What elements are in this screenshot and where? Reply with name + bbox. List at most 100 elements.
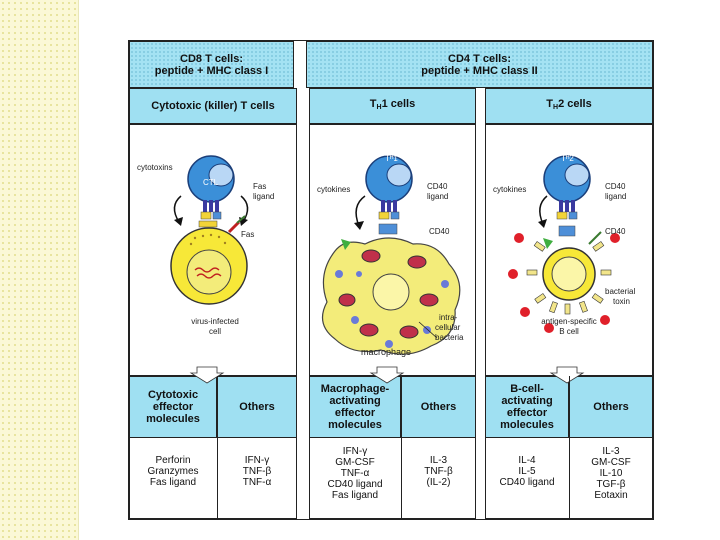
b1-head: Cytotoxic effector molecules (129, 376, 217, 438)
th2-sub: H (553, 104, 559, 111)
th1-main: T (369, 98, 377, 110)
th2-main: T (546, 98, 554, 110)
virus-infected-label-1: virus-infected (191, 317, 239, 326)
down-arrow-icon (369, 366, 405, 384)
b1-others-list-0: IFN-γ (244, 455, 270, 466)
column-header-ctl: Cytotoxic (killer) T cells (129, 88, 297, 124)
b3-others: Others (569, 376, 653, 438)
down-arrows (189, 366, 585, 384)
panel-ctl-drawing (170, 155, 249, 305)
th1-tail: 1 cells (381, 98, 416, 110)
b3-head: B-cell- activating effector molecules (485, 376, 569, 438)
down-arrow-icon (549, 366, 585, 384)
column-header-th1-label: TH1 cells (370, 98, 415, 114)
b3-head-3: molecules (500, 419, 554, 431)
b1-others-label: Others (239, 401, 275, 413)
strip-divider (78, 0, 79, 540)
b1-others: Others (217, 376, 297, 438)
th1-cytokines-label: cytokines (317, 185, 351, 194)
column-header-ctl-label: Cytotoxic (killer) T cells (151, 100, 275, 112)
b2-head: Macrophage- activating effector molecule… (309, 376, 401, 438)
column-header-th2-label: TH2 cells (546, 98, 591, 114)
header-cd4-line2: peptide + MHC class II (421, 64, 538, 77)
b3-list-0: IL-4 (518, 455, 536, 466)
macrophage-label: macrophage (361, 347, 412, 357)
b2-list-2: TNF-α (340, 468, 370, 479)
b3-divider (569, 376, 570, 519)
b2-others-label: Others (420, 401, 457, 413)
b1-head-0: Cytotoxic (147, 389, 199, 401)
th2-cd40-label: CD40 (605, 227, 626, 236)
b3-head-0: B-cell- (510, 383, 544, 395)
th2-tail: 2 cells (558, 98, 592, 110)
ctl-cell-label: CTL (203, 178, 219, 187)
b1-list-0: Perforin (155, 455, 191, 466)
header-cd8-line2: peptide + MHC class I (154, 64, 269, 77)
header-cd8: CD8 T cells: peptide + MHC class I (129, 41, 294, 88)
b1-others-list: IFN-γ TNF-β TNF-α (217, 455, 297, 488)
th2-cytokines-label: cytokines (493, 185, 527, 194)
cytotoxins-label: cytotoxins (137, 163, 173, 172)
toxin-label-1: bacterial (605, 287, 636, 296)
figure: CD8 T cells: peptide + MHC class I CD4 T… (128, 40, 654, 520)
b1-head-1: effector (152, 401, 194, 413)
b1-list-1: Granzymes (147, 466, 199, 477)
b2-head-1: activating (329, 395, 381, 407)
th1-cd40l-label-2: ligand (427, 192, 449, 201)
panel-th1-drawing (321, 155, 461, 355)
fas-ligand-label-2: ligand (253, 192, 275, 201)
b1-list-2: Fas ligand (149, 477, 197, 488)
b2-list-3: CD40 ligand (327, 479, 383, 490)
b2-others-list-0: IL-3 (429, 455, 448, 466)
b2-list: IFN-γ GM-CSF TNF-α CD40 ligand Fas ligan… (309, 446, 401, 501)
b2-list-1: GM-CSF (335, 457, 375, 468)
column-header-th2: TH2 cells (485, 88, 653, 124)
b3-others-list-4: Eotaxin (594, 490, 628, 501)
b1-others-list-2: TNF-α (242, 477, 272, 488)
b2-others-list: IL-3 TNF-β (IL-2) (401, 455, 476, 488)
panel-th2-drawing (508, 155, 620, 333)
virus-infected-label-2: cell (208, 327, 221, 336)
b3-others-list-1: GM-CSF (591, 457, 631, 468)
b3-list-2: CD40 ligand (499, 477, 555, 488)
b2-head-2: effector (334, 407, 376, 419)
b2-others: Others (401, 376, 476, 438)
b-cell-label-2: B cell (559, 327, 579, 336)
b2-others-list-1: TNF-β (424, 466, 453, 477)
b2-divider (401, 376, 402, 519)
b2-list-4: Fas ligand (331, 490, 379, 501)
b3-others-list: IL-3 GM-CSF IL-10 TGF-β Eotaxin (569, 446, 653, 501)
b1-list: Perforin Granzymes Fas ligand (129, 455, 217, 488)
decorative-dotted-strip (0, 0, 78, 540)
b3-list: IL-4 IL-5 CD40 ligand (485, 455, 569, 488)
th1-sub: H (376, 104, 382, 111)
b2-others-list-2: (IL-2) (426, 477, 451, 488)
th2-cd40l-label-1: CD40 (605, 182, 626, 191)
th1-cd40-label: CD40 (429, 227, 450, 236)
header-cd8-line1: CD8 T cells: (180, 52, 243, 65)
b-cell-label-1: antigen-specific (541, 317, 597, 326)
bacteria-label-1: intra- (439, 313, 458, 322)
b1-others-list-1: TNF-β (242, 466, 272, 477)
b1-divider (217, 376, 218, 519)
down-arrow-icon (189, 366, 225, 384)
b3-others-list-0: IL-3 (602, 446, 620, 457)
header-cd4-line1: CD4 T cells: (448, 52, 511, 65)
b2-list-0: IFN-γ (342, 446, 368, 457)
fas-label: Fas (241, 230, 255, 239)
b3-list-1: IL-5 (518, 466, 536, 477)
b2-head-3: molecules (328, 419, 382, 431)
th2-cd40l-label-2: ligand (605, 192, 627, 201)
b3-others-label: Others (593, 401, 629, 413)
fas-ligand-label-1: Fas (253, 182, 267, 191)
bacteria-label-3: bacteria (435, 333, 464, 342)
th1-cd40l-label-1: CD40 (427, 182, 448, 191)
th1-cell-label: Tᴴ1 (385, 154, 398, 163)
column-header-th1: TH1 cells (309, 88, 476, 124)
bacteria-label-2: cellular (435, 323, 461, 332)
b2-head-0: Macrophage- (320, 383, 390, 395)
b3-others-list-3: TGF-β (596, 479, 626, 490)
b1-head-2: molecules (146, 413, 200, 425)
toxin-label-2: toxin (613, 297, 630, 306)
header-cd4: CD4 T cells: peptide + MHC class II (306, 41, 653, 88)
